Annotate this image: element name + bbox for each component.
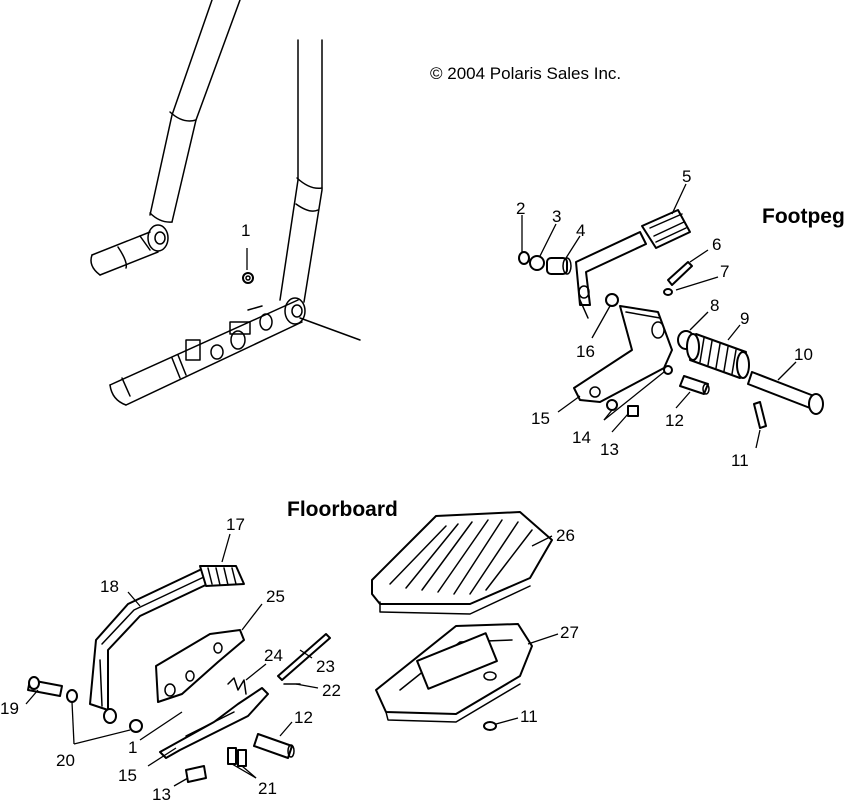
callout-footpeg-11: 11 xyxy=(731,451,749,470)
callout-floorboard-22: 22 xyxy=(322,681,341,700)
callout-floorboard-11: 11 xyxy=(520,707,538,726)
callout-floorboard-23: 23 xyxy=(316,657,335,676)
callout-footpeg-3: 3 xyxy=(552,207,561,226)
callout-floorboard-26: 26 xyxy=(556,526,575,545)
callout-footpeg-7: 7 xyxy=(720,262,729,281)
callout-footpeg-2: 2 xyxy=(516,199,525,218)
callout-footpeg-14: 14 xyxy=(572,428,591,447)
callout-footpeg-4: 4 xyxy=(576,221,585,240)
callout-footpeg-9: 9 xyxy=(740,309,749,328)
callout-footpeg-15: 15 xyxy=(531,409,550,428)
callout-footpeg-5: 5 xyxy=(682,167,691,186)
callout-footpeg-13: 13 xyxy=(600,440,619,459)
callout-floorboard-18: 18 xyxy=(100,577,119,596)
callout-floorboard-24: 24 xyxy=(264,646,283,665)
callout-floorboard-13: 13 xyxy=(152,785,171,802)
callout-floorboard-17: 17 xyxy=(226,515,245,534)
footpeg-heading: Footpeg xyxy=(762,205,845,228)
callout-floorboard-19: 19 xyxy=(0,699,19,718)
callout-floorboard-27: 27 xyxy=(560,623,579,642)
callout-footpeg-16: 16 xyxy=(576,342,595,361)
callout-footpeg-6: 6 xyxy=(712,235,721,254)
callout-floorboard-15: 15 xyxy=(118,766,137,785)
callout-footpeg-10: 10 xyxy=(794,345,813,364)
frame-tubes xyxy=(90,0,361,406)
callout-frame-1: 1 xyxy=(241,221,250,240)
callout-footpeg-12: 12 xyxy=(665,411,684,430)
callout-floorboard-1: 1 xyxy=(128,738,137,757)
callout-floorboard-12: 12 xyxy=(294,708,313,727)
floorboard-assembly xyxy=(27,511,553,783)
callout-floorboard-21: 21 xyxy=(258,779,277,798)
copyright-text: © 2004 Polaris Sales Inc. xyxy=(430,64,621,83)
footpeg-assembly xyxy=(518,209,824,429)
callout-floorboard-25: 25 xyxy=(266,587,285,606)
floorboard-heading: Floorboard xyxy=(287,498,398,521)
callout-floorboard-20: 20 xyxy=(56,751,75,770)
callout-footpeg-8: 8 xyxy=(710,296,719,315)
